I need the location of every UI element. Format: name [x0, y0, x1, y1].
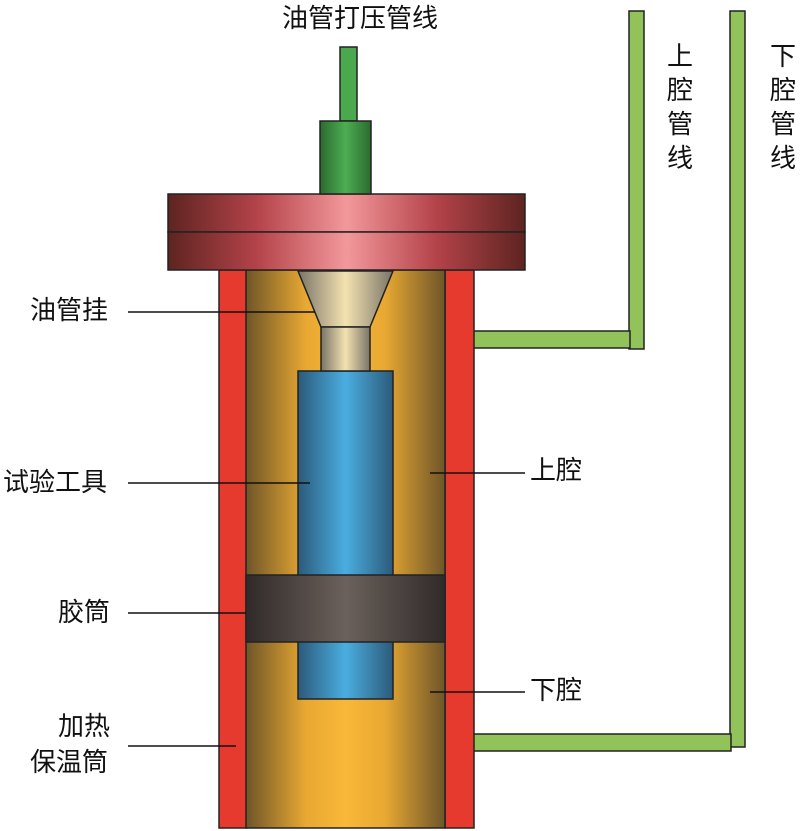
tubing-pressure-line-title: 油管打压管线: [282, 4, 439, 34]
label-tubing-hanger: 油管挂: [30, 296, 109, 326]
label-heating-jacket-line2: 保温筒: [30, 748, 109, 778]
leader-lines: [128, 311, 525, 747]
label-heating-jacket-line1: 加热: [58, 712, 111, 742]
label-lower-chamber-pipeline: 下腔管线: [769, 42, 796, 174]
upper-chamber-pipeline: [444, 10, 645, 350]
heater-jacket-right: [444, 269, 475, 829]
tubing-hanger: [296, 270, 395, 372]
lower-chamber-pipeline: [444, 10, 746, 752]
tubing-pressure-pipe: [319, 46, 372, 195]
label-test-tool: 试验工具: [3, 468, 108, 498]
heater-jacket-left: [218, 269, 248, 829]
label-upper-chamber: 上腔: [530, 456, 583, 486]
label-upper-chamber-pipeline: 上腔管线: [666, 42, 693, 174]
test-tool: [297, 370, 394, 700]
label-rubber-sleeve: 胶筒: [58, 598, 111, 628]
wellhead-flange: [167, 193, 526, 271]
rubber-sleeve: [245, 574, 446, 643]
label-lower-chamber: 下腔: [530, 676, 583, 706]
